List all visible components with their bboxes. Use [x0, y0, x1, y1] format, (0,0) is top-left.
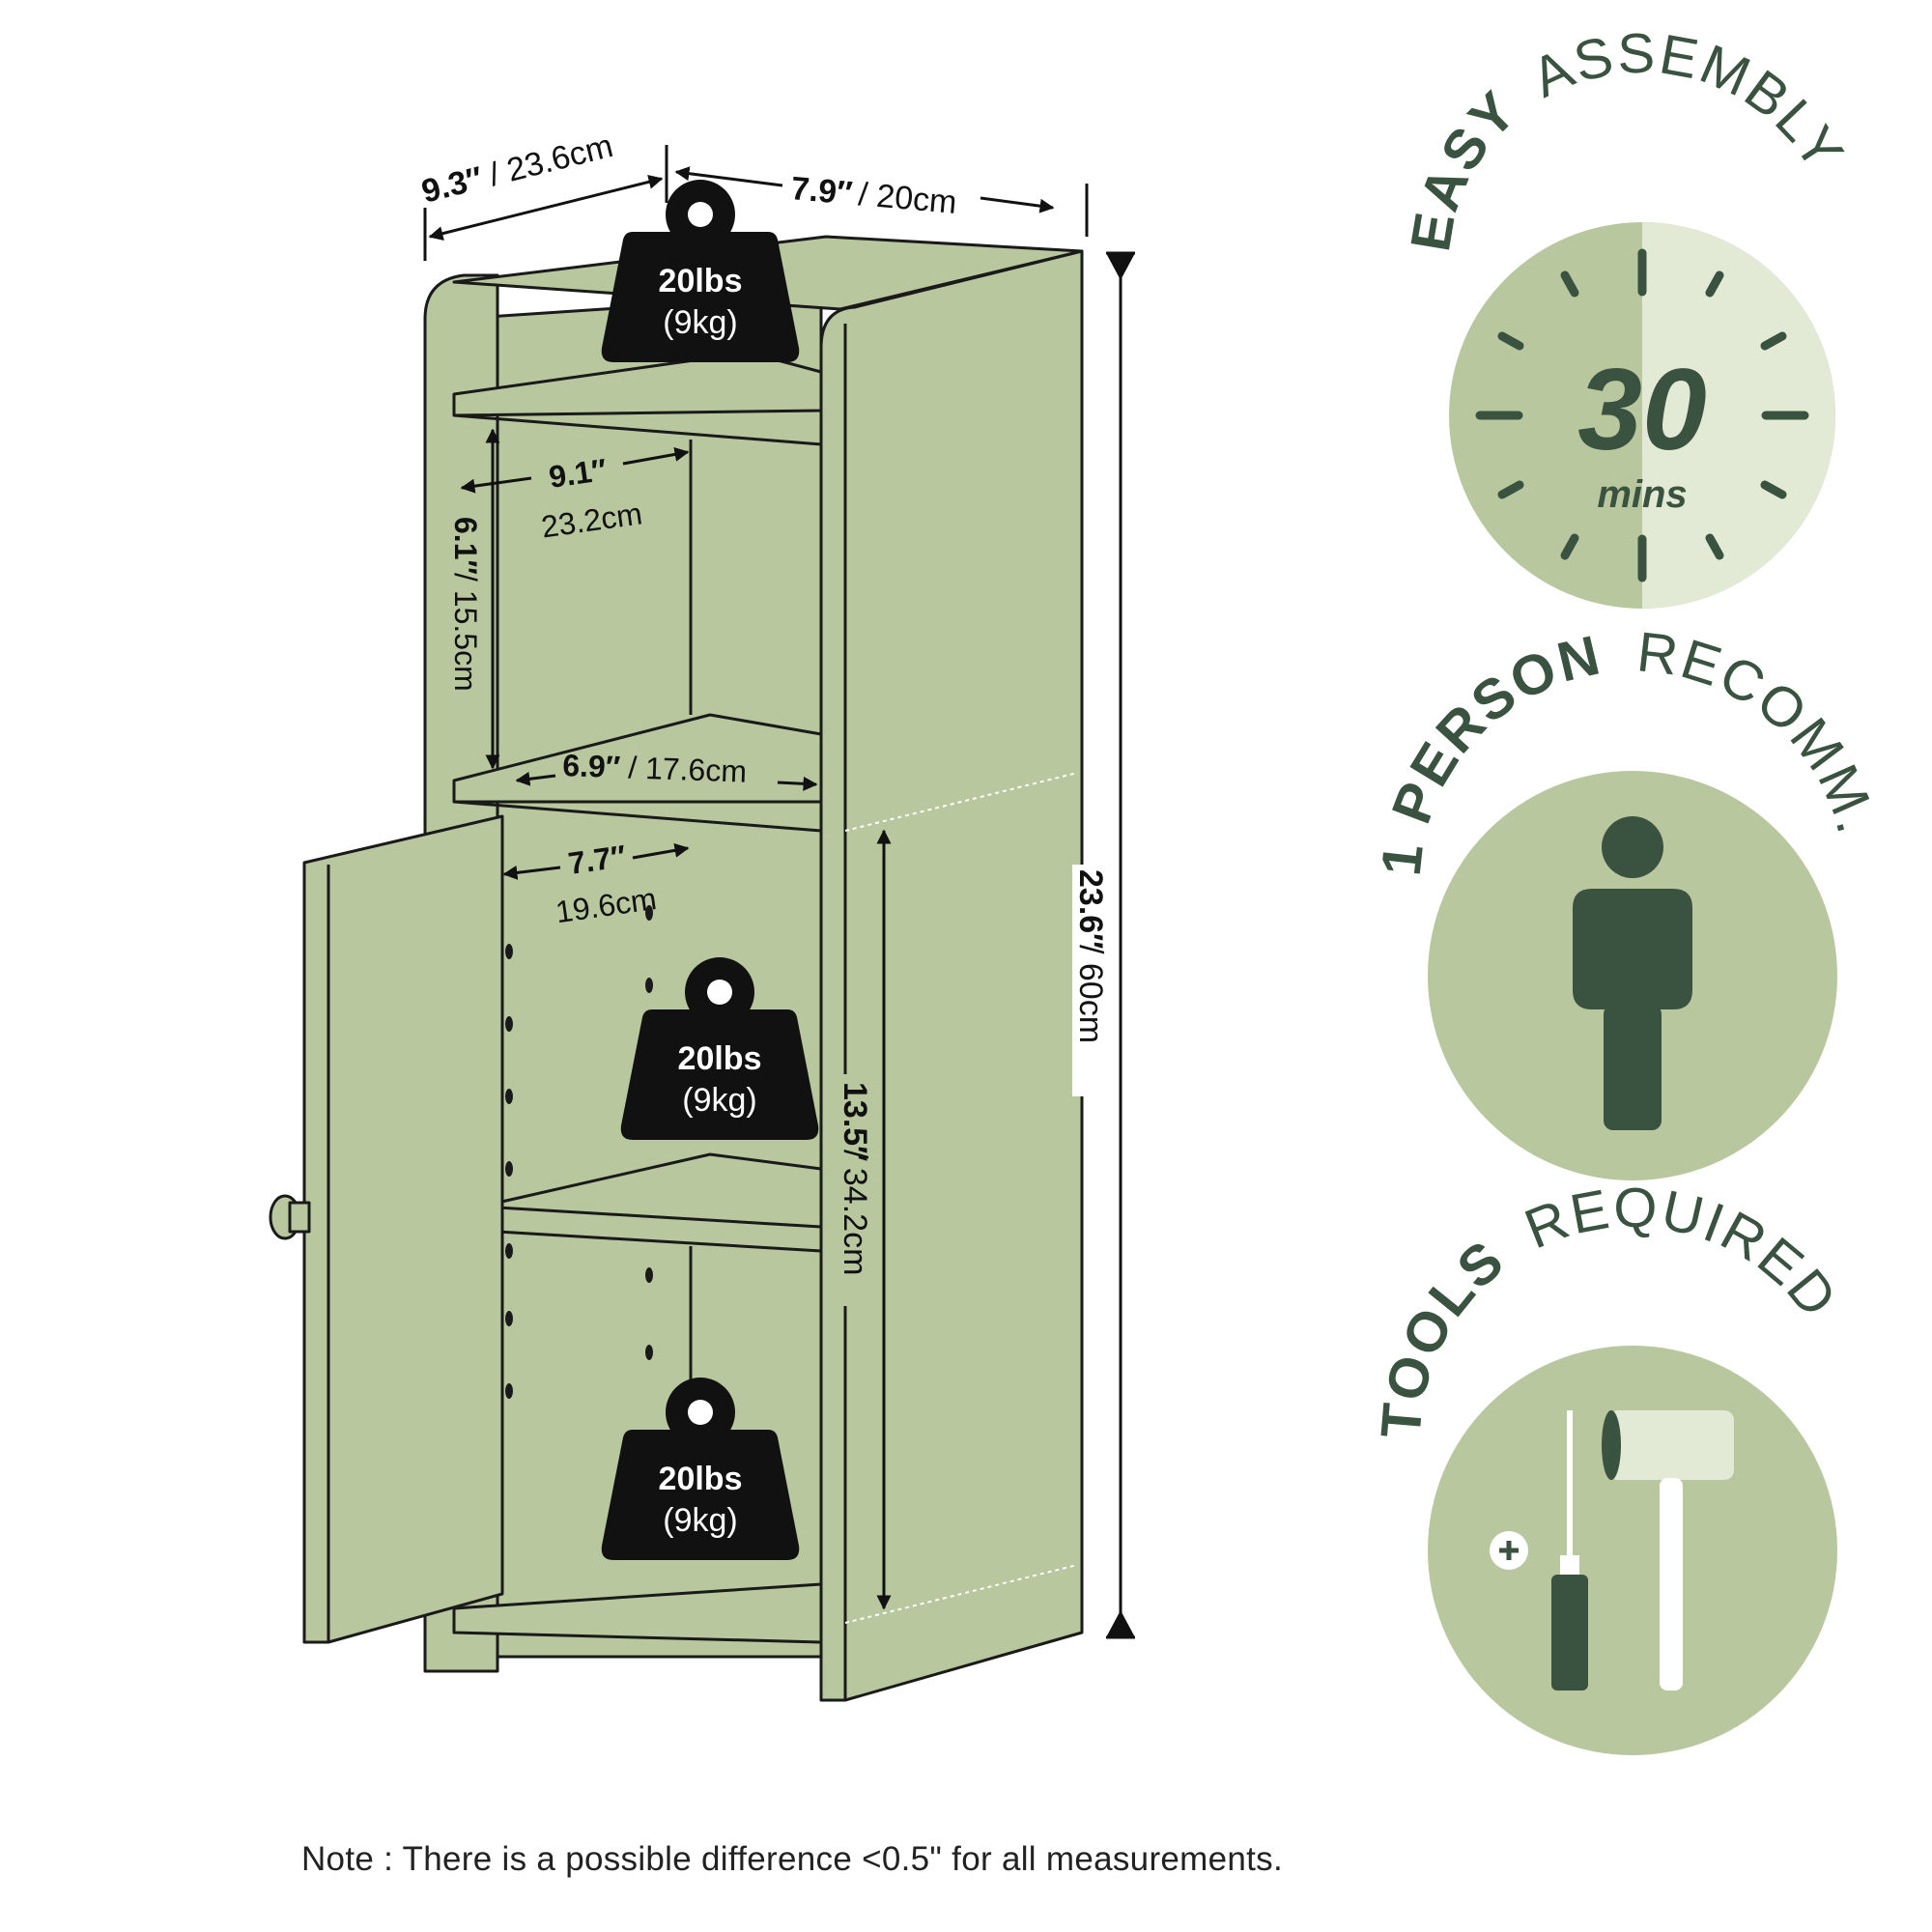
- width-label: 7.9″ / 20cm: [789, 170, 958, 221]
- shelf-gap-in: 6.1″: [448, 517, 483, 575]
- right-side-panel: [819, 249, 1084, 1702]
- width-arrow-left: [674, 166, 783, 187]
- height-label: 23.6″ / 60cm: [1072, 865, 1111, 1096]
- dimension-lines: [423, 145, 1135, 1639]
- cabinet-depth-in: 7.7″: [566, 838, 628, 881]
- inner-depth-in: 9.1″: [547, 452, 609, 495]
- assembly-label: ASSEMBLY: [1522, 22, 1856, 183]
- depth-cm: / 23.6cm: [486, 128, 617, 193]
- height-cm: / 60cm: [1072, 945, 1109, 1043]
- shelf-width-in: 6.9″: [562, 748, 621, 784]
- weight-lbs: 20lbs: [659, 1461, 743, 1497]
- clock-icon: 30 mins: [1449, 222, 1835, 609]
- measurement-note: Note : There is a possible difference <0…: [300, 1840, 1283, 1878]
- weight-kg: (9kg): [663, 1502, 737, 1539]
- weight-icon-bottom: 20lbs (9kg): [601, 1378, 800, 1560]
- width-cm: / 20cm: [857, 176, 958, 221]
- depth-arrow: [428, 174, 664, 242]
- screwdriver-icon: [1490, 1410, 1588, 1690]
- svg-text:EASY ASSEMBLY: EASY ASSEMBLY: [1399, 22, 1857, 256]
- person-icon: [1573, 816, 1692, 1130]
- shelf-width-cm: / 17.6cm: [628, 750, 748, 788]
- weight-lbs: 20lbs: [659, 263, 743, 299]
- shelf-gap-label: 6.1″ / 15.5cm: [445, 512, 483, 720]
- weight-kg: (9kg): [682, 1082, 756, 1119]
- depth-in: 9.3″: [418, 160, 487, 211]
- assembly-unit: mins: [1597, 473, 1687, 516]
- weight-lbs: 20lbs: [678, 1040, 762, 1077]
- weight-kg: (9kg): [663, 304, 737, 341]
- assembly-minutes: 30: [1577, 345, 1706, 474]
- weight-icon-top: 20lbs (9kg): [601, 180, 800, 362]
- easy-label: EASY: [1399, 78, 1529, 255]
- tools-required-badge: TOOLS REQUIRED: [1369, 1177, 1850, 1755]
- cabinet-height-cm: / 34.2cm: [837, 1150, 873, 1275]
- required-label: REQUIRED: [1517, 1177, 1850, 1330]
- width-arrow-right: [980, 196, 1055, 213]
- inner-depth-label: 9.1″ 23.2cm: [539, 452, 644, 545]
- easy-assembly-badge: EASY ASSEMBLY 30 mins: [1399, 22, 1857, 609]
- shelf-peg-holes: [505, 905, 653, 1399]
- height-in: 23.6″: [1072, 869, 1109, 949]
- cabinet-height-label: 13.5″ / 34.2cm: [835, 1074, 873, 1306]
- open-door: [302, 814, 504, 1644]
- shelf-gap-cm: / 15.5cm: [448, 573, 483, 692]
- shelf-width-label: 6.9″ / 17.6cm: [562, 748, 748, 789]
- mallet-icon: [1602, 1410, 1734, 1690]
- cabinet-height-in: 13.5″: [837, 1082, 873, 1161]
- weight-icon-middle: 20lbs (9kg): [620, 957, 819, 1140]
- width-in: 7.9″: [789, 170, 854, 212]
- one-person-badge: 1 PERSON RECOMM.: [1370, 620, 1887, 1180]
